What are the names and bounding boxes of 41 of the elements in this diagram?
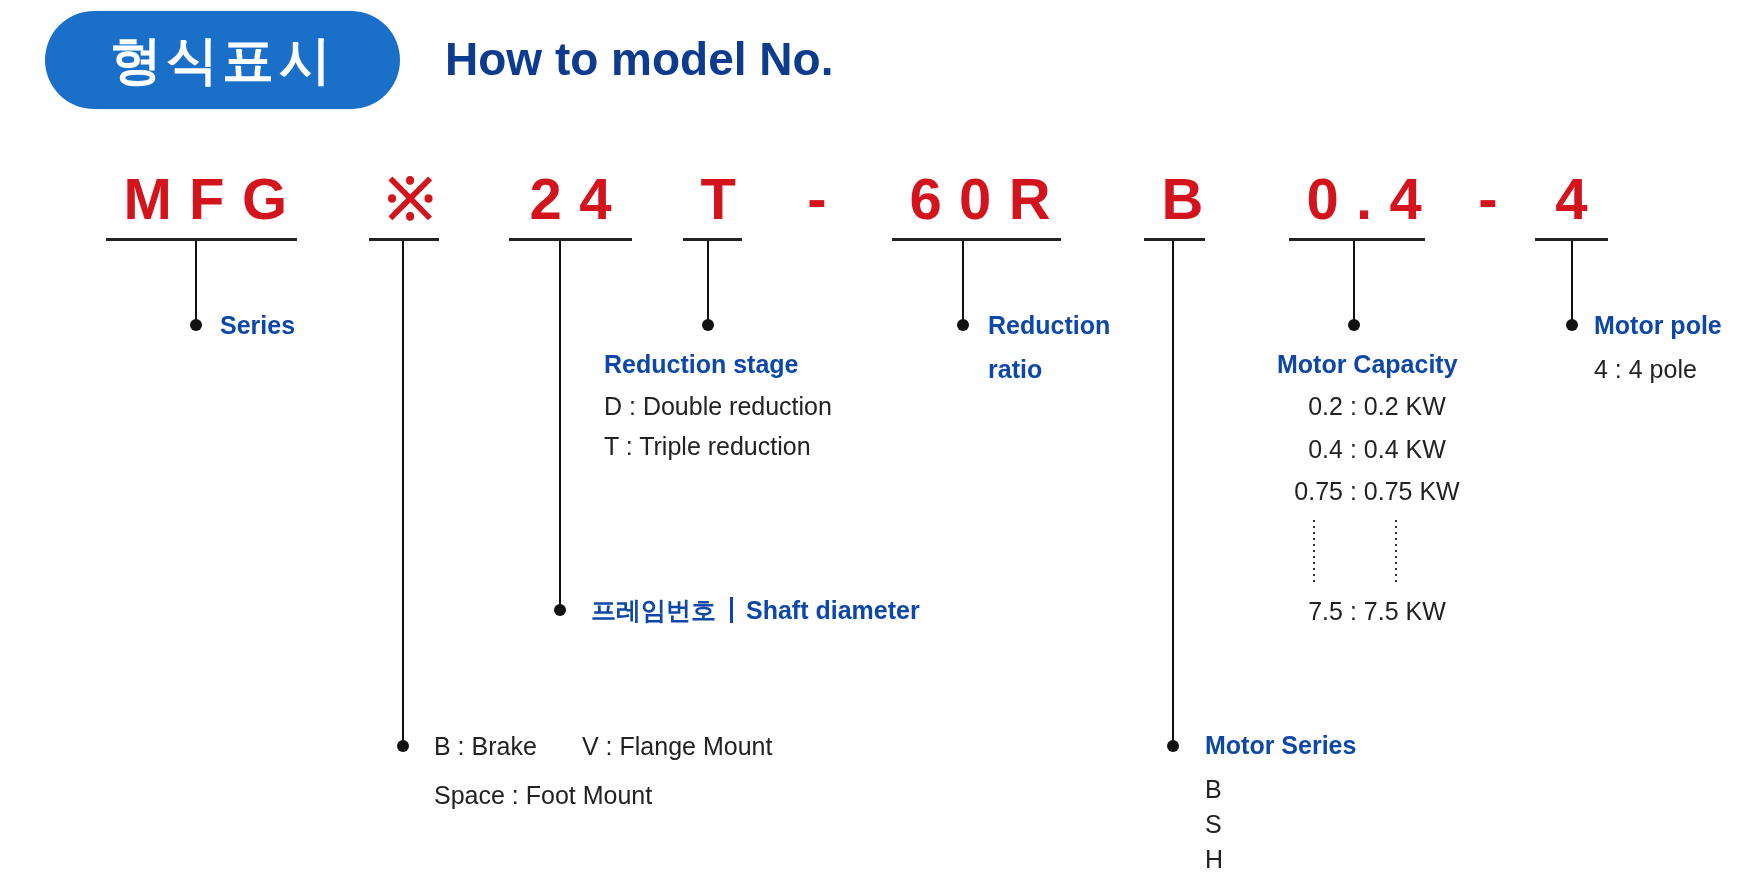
title: How to model No. <box>445 32 834 87</box>
option-text: B <box>1205 774 1222 805</box>
leader-line <box>1167 240 1179 752</box>
heading: Series <box>220 310 296 341</box>
model-code-segment: 0.4 <box>1289 160 1425 241</box>
option-text: B : Brake <box>434 731 537 762</box>
heading: 프레임번호 <box>591 595 716 626</box>
code-separator: - <box>1477 165 1499 233</box>
model-code-segment: 60R <box>892 160 1061 241</box>
option-text: 7.5 : 7.5 KW <box>1307 596 1447 627</box>
leader-line <box>397 240 409 752</box>
option-text: T : Triple reduction <box>604 431 811 462</box>
option-text: Space : Foot Mount <box>434 780 653 811</box>
model-code-segment: 24 <box>509 160 632 241</box>
option-text: 0.75 : 0.75 KW <box>1293 476 1461 507</box>
heading: Reduction stage <box>604 349 799 380</box>
heading: Motor Capacity <box>1277 349 1458 380</box>
title-badge: 형식표시 <box>45 11 400 109</box>
option-text: D : Double reduction <box>604 391 832 422</box>
heading: Reduction ratio <box>988 310 1112 385</box>
leader-line <box>1348 240 1360 331</box>
option-text: 0.2 : 0.2 KW <box>1307 391 1447 422</box>
option-text: 0.4 : 0.4 KW <box>1307 434 1447 465</box>
option-text: H <box>1205 844 1224 875</box>
heading: Motor pole <box>1594 310 1722 341</box>
option-text: V : Flange Mount <box>582 731 773 762</box>
option-text: S <box>1205 809 1222 840</box>
heading: Motor Series <box>1205 730 1357 761</box>
model-code-segment: T <box>683 160 742 241</box>
leader-line <box>957 240 969 331</box>
model-code-segment: B <box>1144 160 1205 241</box>
model-code-segment: ※ <box>369 160 439 241</box>
model-code-segment: 4 <box>1535 160 1608 241</box>
leader-line <box>702 240 714 331</box>
leader-line <box>1566 240 1578 331</box>
code-separator: - <box>806 165 828 233</box>
leader-line <box>190 240 202 331</box>
heading: Shaft diameter <box>746 595 920 626</box>
model-code-segment: MFG <box>106 160 297 241</box>
leader-line <box>554 240 566 616</box>
option-text: 4 : 4 pole <box>1594 354 1697 385</box>
